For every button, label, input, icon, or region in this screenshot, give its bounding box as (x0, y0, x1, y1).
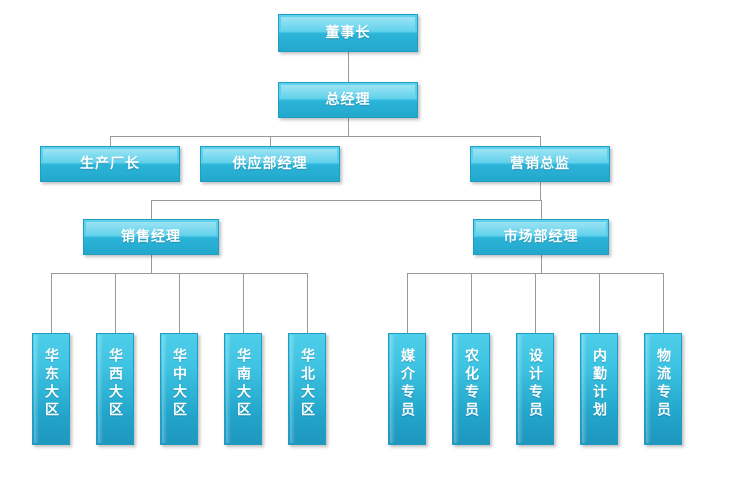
node-label: 市场部经理 (503, 228, 579, 245)
connector-market-dept-manager-internal-planning (599, 273, 600, 333)
connector-stem-marketing-director (540, 182, 541, 200)
connector-general-manager-supply-manager (270, 136, 271, 146)
node-label: 内勤计划 (591, 348, 608, 420)
connector-bus-marketing-director (151, 200, 541, 201)
node-label: 华北大区 (299, 348, 316, 420)
node-agrochem-specialist[interactable]: 农化专员 (452, 333, 490, 445)
node-region-east[interactable]: 华东大区 (32, 333, 70, 445)
connector-sales-manager-region-north (307, 273, 308, 333)
node-label: 生产厂长 (80, 155, 140, 172)
node-label: 供应部经理 (232, 155, 308, 172)
node-label: 华中大区 (171, 348, 188, 420)
connector-general-manager-marketing-director (540, 136, 541, 146)
connector-sales-manager-region-central (179, 273, 180, 333)
node-market-dept-manager[interactable]: 市场部经理 (473, 219, 609, 255)
connector-chairman-general-manager (348, 52, 349, 82)
connector-sales-manager-region-east (51, 273, 52, 333)
connector-general-manager-plant-manager (110, 136, 111, 146)
node-label: 华西大区 (107, 348, 124, 420)
node-label: 华东大区 (43, 348, 60, 420)
node-sales-manager[interactable]: 销售经理 (83, 219, 219, 255)
connector-marketing-director-market-dept-manager (541, 200, 542, 219)
node-region-north[interactable]: 华北大区 (288, 333, 326, 445)
connector-market-dept-manager-agrochem-specialist (471, 273, 472, 333)
node-region-west[interactable]: 华西大区 (96, 333, 134, 445)
connector-bus-general-manager (110, 136, 540, 137)
node-label: 农化专员 (463, 348, 480, 420)
node-design-specialist[interactable]: 设计专员 (516, 333, 554, 445)
connector-sales-manager-region-south (243, 273, 244, 333)
node-media-specialist[interactable]: 媒介专员 (388, 333, 426, 445)
connector-market-dept-manager-design-specialist (535, 273, 536, 333)
connector-stem-sales-manager (151, 255, 152, 273)
node-internal-planning[interactable]: 内勤计划 (580, 333, 618, 445)
connector-stem-general-manager (348, 118, 349, 136)
node-marketing-director[interactable]: 营销总监 (470, 146, 610, 182)
node-label: 销售经理 (121, 228, 181, 245)
connector-stem-market-dept-manager (541, 255, 542, 273)
connector-marketing-director-sales-manager (151, 200, 152, 219)
node-chairman[interactable]: 董事长 (278, 14, 418, 52)
node-supply-manager[interactable]: 供应部经理 (200, 146, 340, 182)
connector-market-dept-manager-media-specialist (407, 273, 408, 333)
connector-market-dept-manager-logistics-specialist (663, 273, 664, 333)
node-label: 营销总监 (510, 155, 570, 172)
node-label: 设计专员 (527, 348, 544, 420)
node-label: 总经理 (325, 91, 371, 108)
node-region-south[interactable]: 华南大区 (224, 333, 262, 445)
node-general-manager[interactable]: 总经理 (278, 82, 418, 118)
node-label: 媒介专员 (399, 348, 416, 420)
node-label: 董事长 (325, 24, 371, 41)
node-label: 华南大区 (235, 348, 252, 420)
node-plant-manager[interactable]: 生产厂长 (40, 146, 180, 182)
node-logistics-specialist[interactable]: 物流专员 (644, 333, 682, 445)
connector-sales-manager-region-west (115, 273, 116, 333)
node-label: 物流专员 (655, 348, 672, 420)
node-region-central[interactable]: 华中大区 (160, 333, 198, 445)
